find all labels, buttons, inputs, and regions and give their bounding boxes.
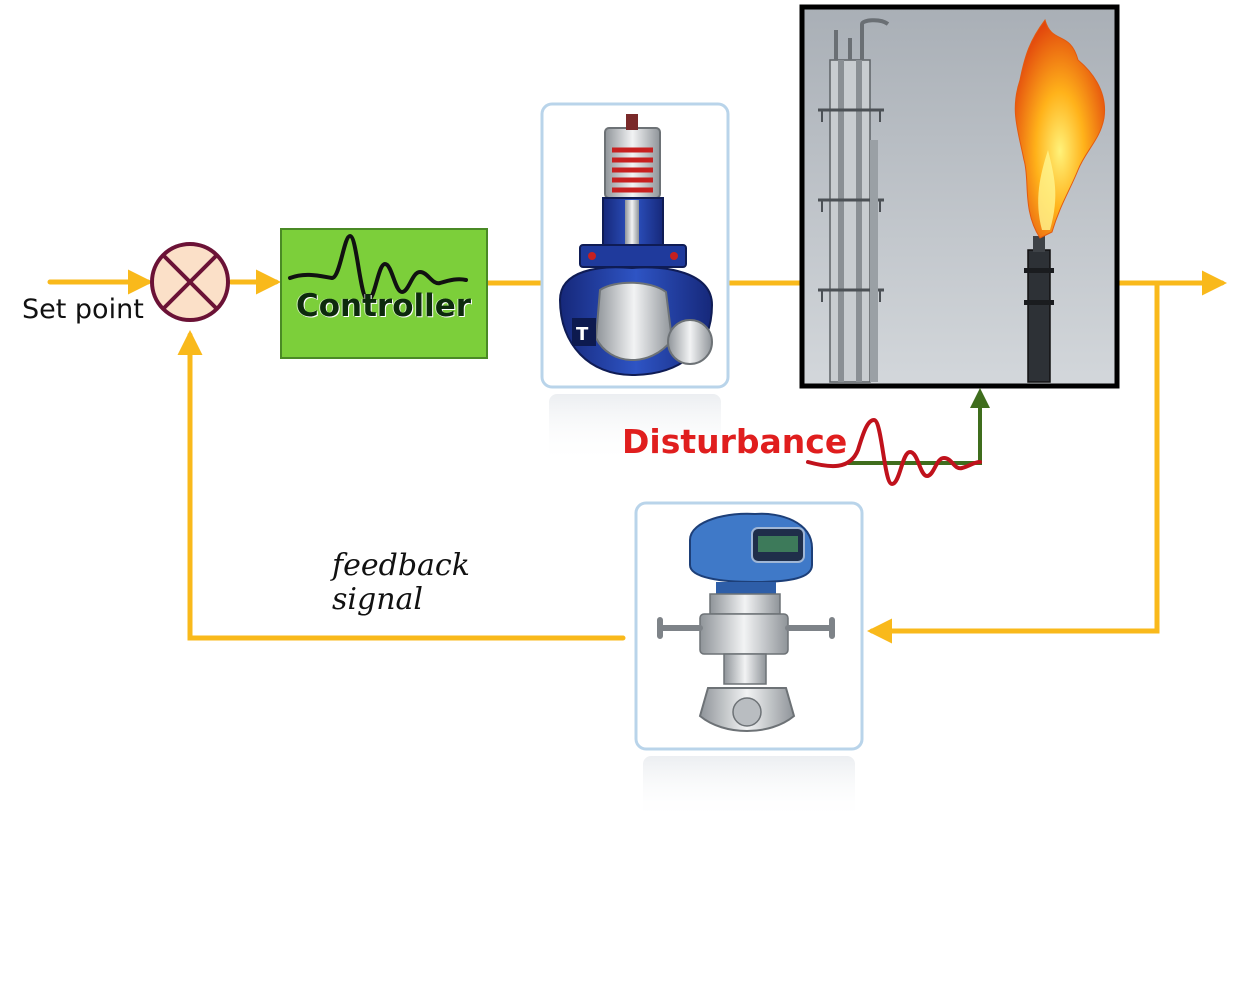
output-to-sensor-line xyxy=(867,280,1160,644)
controller-response-wave xyxy=(288,233,468,303)
controller-block xyxy=(280,228,488,359)
disturbance-label: Disturbance xyxy=(622,422,848,461)
sensor-card xyxy=(634,501,864,820)
disturbance-wave xyxy=(806,417,982,487)
control-valve-icon: T xyxy=(558,114,714,377)
process-block xyxy=(799,4,1120,389)
summing-junction-icon xyxy=(150,242,230,322)
svg-text:T: T xyxy=(576,324,589,345)
disturbance-signal xyxy=(806,388,990,487)
feedback-line xyxy=(177,330,626,641)
flare-stack-icon xyxy=(818,18,1106,383)
signal-lines xyxy=(47,269,1227,644)
setpoint-label: Set point xyxy=(22,294,144,325)
controller-label: Controller xyxy=(296,288,472,324)
pressure-transmitter-icon xyxy=(657,512,835,732)
feedback-signal-label: feedback signal xyxy=(332,549,470,617)
control-valve-card: T xyxy=(540,102,730,464)
feedback-label-line1: feedback xyxy=(332,548,470,583)
feedback-label-line2: signal xyxy=(332,582,423,617)
